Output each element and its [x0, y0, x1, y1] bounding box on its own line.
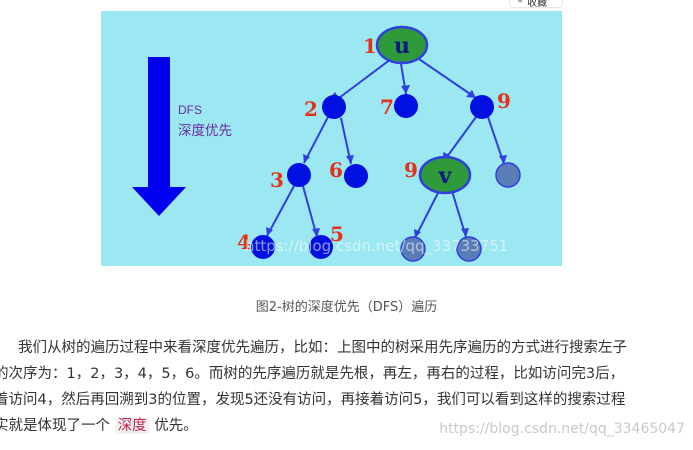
tree-diagram: DFS 深度优先 — [132, 25, 521, 262]
node-gray-left — [400, 236, 426, 262]
node-3 — [287, 163, 311, 187]
paragraph-line-4-start: 实就是体现了一个 — [0, 418, 110, 434]
order-label-4: 4 — [237, 230, 251, 254]
node-v — [418, 155, 472, 195]
paragraph-line-4-end: 优先。 — [154, 418, 198, 434]
star-icon: ★ — [516, 0, 525, 6]
node-5 — [309, 235, 333, 259]
tree-edges — [266, 56, 505, 239]
dfs-sub-label: 深度优先 — [178, 123, 232, 139]
figure-caption: 图2-树的深度优先（DFS）遍历 — [255, 300, 438, 315]
page-watermark: https://blog.csdn.net/qq_33465047 — [439, 421, 685, 437]
order-label-5: 5 — [330, 222, 344, 246]
paragraph-line-4: 实就是体现了一个 深度 优先。 — [0, 413, 693, 439]
paragraph-line-1: 我们从树的遍历过程中来看深度优先遍历，比如：上图中的树采用先序遍历的方式进行搜索… — [18, 340, 627, 356]
node-u — [375, 25, 429, 65]
favorite-label: 收藏 — [527, 0, 548, 9]
order-label-1: 1 — [363, 34, 377, 58]
order-label-3: 3 — [270, 168, 284, 192]
order-label-6: 6 — [329, 158, 343, 182]
highlight-depth: 深度 — [114, 418, 150, 434]
node-gray-mid — [456, 236, 482, 262]
node-6 — [344, 164, 368, 188]
figure-watermark: https://blog.csdn.net/qq_33733751 — [245, 237, 508, 256]
node-2 — [322, 95, 346, 119]
paragraph-line-2: 的次序为：1，2，3，4，5，6。而树的先序遍历就是先根，再左，再右的过程，比如… — [0, 366, 625, 382]
order-label-7: 7 — [380, 95, 394, 119]
favorite-button[interactable]: ★ 收藏 — [509, 0, 563, 9]
node-v-label: v — [438, 163, 453, 189]
dfs-tree-figure: DFS 深度优先 — [101, 11, 562, 266]
node-gray-right — [495, 162, 521, 188]
dfs-label: DFS — [178, 103, 202, 117]
order-label-2: 2 — [304, 97, 318, 121]
body-paragraph: 我们从树的遍历过程中来看深度优先遍历，比如：上图中的树采用先序遍历的方式进行搜索… — [0, 335, 693, 439]
paragraph-line-3: 着访问4，然后再回溯到3的位置，发现5还没有访问，再接着访问5，我们可以看到这样… — [0, 392, 626, 408]
order-label-9-right: 9 — [497, 89, 511, 113]
edge-arrowheads — [266, 85, 507, 238]
node-4 — [251, 235, 275, 259]
dfs-arrow — [132, 57, 186, 216]
node-u-label: u — [394, 33, 410, 59]
node-9-right — [470, 95, 494, 119]
node-7 — [394, 94, 418, 118]
order-label-9-v: 9 — [404, 158, 418, 182]
